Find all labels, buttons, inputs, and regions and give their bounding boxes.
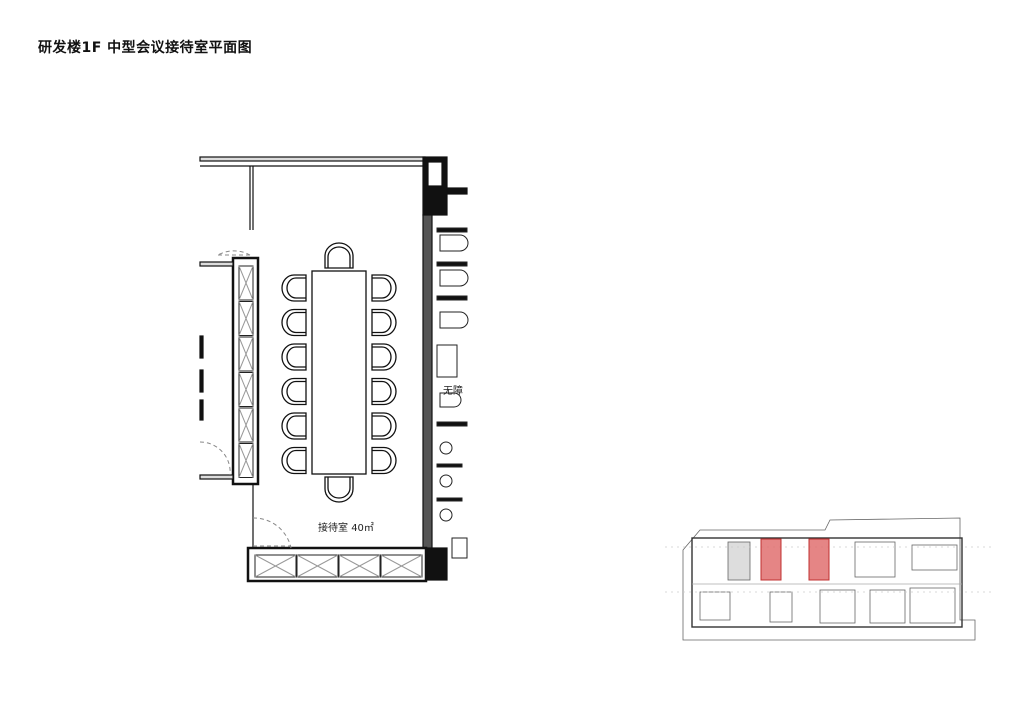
chair (324, 242, 354, 269)
page-title: 研发楼1F 中型会议接待室平面图 (38, 40, 253, 56)
chair (371, 412, 397, 440)
room-label: 接待室 40㎡ (318, 521, 374, 534)
chair (371, 308, 397, 337)
cabinet (338, 554, 381, 578)
cabinet (238, 301, 254, 336)
cabinet (238, 372, 254, 407)
chairs (281, 242, 397, 503)
chair (371, 377, 397, 406)
cabinet (238, 443, 254, 478)
chair (281, 343, 307, 371)
cabinet (296, 554, 339, 578)
door-swings (199, 250, 292, 549)
chair (281, 308, 307, 337)
cabinet (238, 336, 254, 372)
chair (324, 476, 354, 503)
chair (371, 343, 397, 371)
chair (281, 446, 307, 475)
chair (281, 274, 307, 302)
chair (371, 274, 397, 302)
chair (371, 446, 397, 475)
storage-cabinets (238, 265, 423, 578)
cabinet (380, 554, 423, 578)
cabinet (238, 407, 254, 443)
conference-table (311, 270, 367, 475)
cabinet (254, 554, 297, 578)
cabinet (238, 265, 254, 301)
chair (281, 377, 307, 406)
restroom-fixtures (436, 227, 469, 559)
accessible-restroom-label: 无障 (443, 384, 463, 397)
chair (281, 412, 307, 440)
